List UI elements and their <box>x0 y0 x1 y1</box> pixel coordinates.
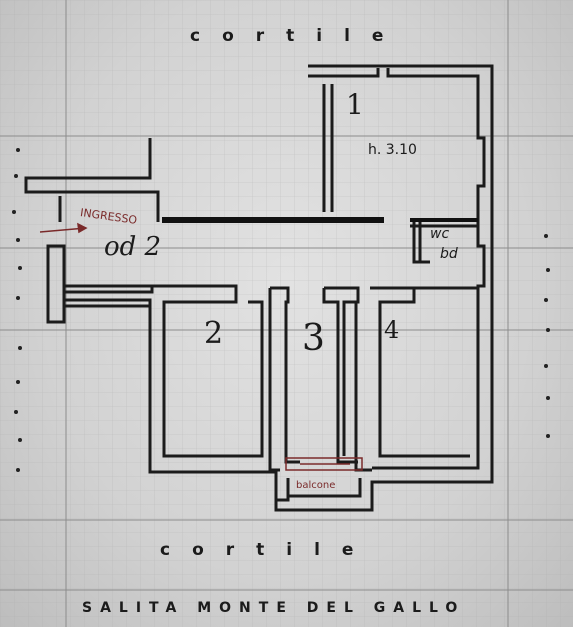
bottom-courtyard-label: cortile <box>160 540 376 560</box>
bathroom-note-2: bd <box>440 246 458 262</box>
balcony-label: balcone <box>296 480 336 491</box>
room-1-number: 1 <box>346 88 364 121</box>
corridor-note: od 2 <box>104 232 162 262</box>
entrance-arrow <box>39 222 88 234</box>
margin-marks <box>12 148 550 472</box>
street-label: SALITA MONTE DEL GALLO <box>82 600 466 616</box>
bathroom-note-1: wc <box>430 226 450 242</box>
top-courtyard-label: cortile <box>190 26 406 46</box>
room-4-number: 4 <box>384 316 400 344</box>
walls <box>24 64 494 512</box>
balcony-window <box>285 457 363 471</box>
room-2-number: 2 <box>204 316 224 351</box>
room-3-number: 3 <box>302 318 325 359</box>
ceiling-height-note: h. 3.10 <box>368 142 417 158</box>
